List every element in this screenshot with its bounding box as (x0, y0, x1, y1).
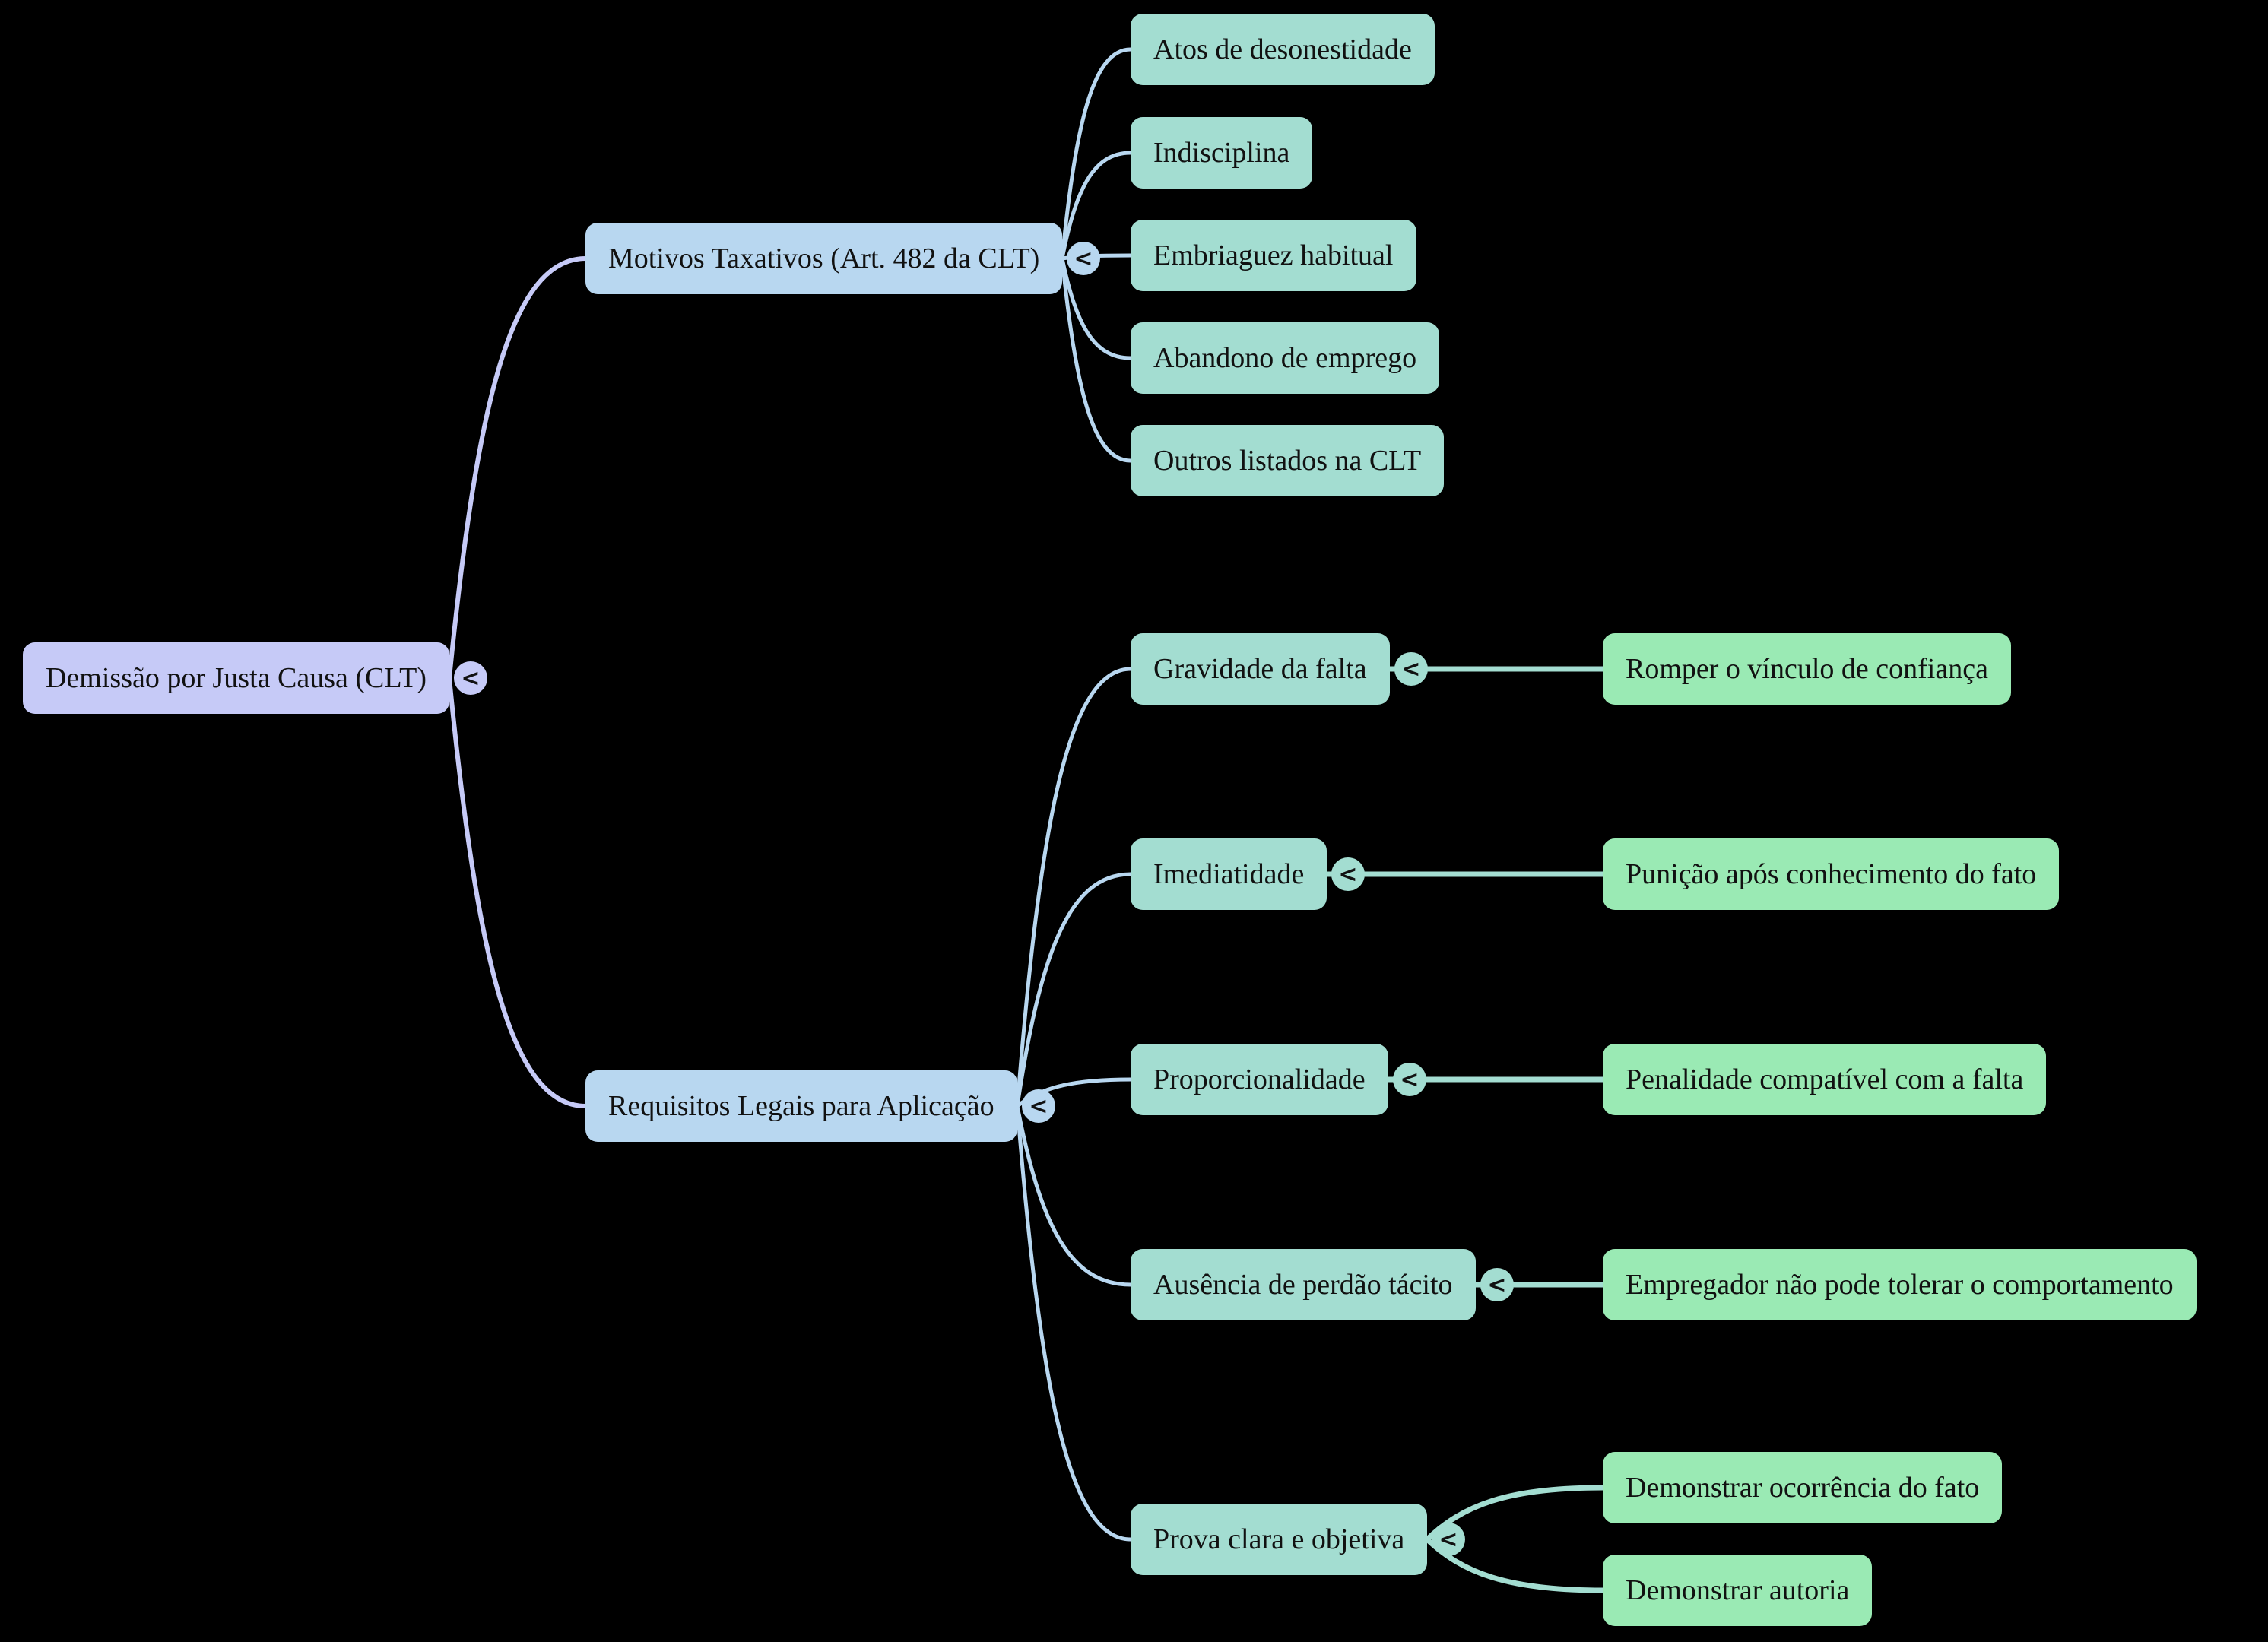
collapse-toggle[interactable]: < (454, 661, 487, 695)
node-outros-listados-clt: Outros listados na CLT (1131, 425, 1445, 496)
node-romper-vinculo-confianca: Romper o vínculo de confiança (1603, 633, 2011, 705)
collapse-toggle[interactable]: < (1331, 857, 1365, 891)
collapse-toggle[interactable]: < (1393, 1063, 1426, 1096)
node-punicao-apos-conhecimento: Punição após conhecimento do fato (1603, 838, 2060, 910)
node-root-demissao: Demissão por Justa Causa (CLT) (23, 642, 449, 714)
node-indisciplina: Indisciplina (1131, 117, 1313, 189)
node-atos-desonestidade: Atos de desonestidade (1131, 14, 1435, 85)
node-motivos-taxativos: Motivos Taxativos (Art. 482 da CLT) (585, 223, 1063, 294)
collapse-toggle[interactable]: < (1022, 1089, 1055, 1123)
node-abandono-emprego: Abandono de emprego (1131, 322, 1440, 394)
node-imediatidade: Imediatidade (1131, 838, 1327, 910)
collapse-toggle[interactable]: < (1067, 242, 1100, 275)
node-empregador-nao-tolerar: Empregador não pode tolerar o comportame… (1603, 1249, 2197, 1320)
node-penalidade-compativel: Penalidade compatível com a falta (1603, 1044, 2047, 1115)
node-prova-clara-objetiva: Prova clara e objetiva (1131, 1504, 1428, 1575)
node-embriaguez-habitual: Embriaguez habitual (1131, 220, 1416, 291)
node-ausencia-perdao-tacito: Ausência de perdão tácito (1131, 1249, 1476, 1320)
node-requisitos-legais: Requisitos Legais para Aplicação (585, 1070, 1017, 1142)
node-demonstrar-autoria: Demonstrar autoria (1603, 1555, 1873, 1626)
collapse-toggle[interactable]: < (1394, 652, 1428, 686)
node-demonstrar-ocorrencia-fato: Demonstrar ocorrência do fato (1603, 1452, 2003, 1523)
node-gravidade-falta: Gravidade da falta (1131, 633, 1390, 705)
collapse-toggle[interactable]: < (1480, 1268, 1514, 1301)
collapse-toggle[interactable]: < (1432, 1523, 1465, 1556)
node-proporcionalidade: Proporcionalidade (1131, 1044, 1388, 1115)
